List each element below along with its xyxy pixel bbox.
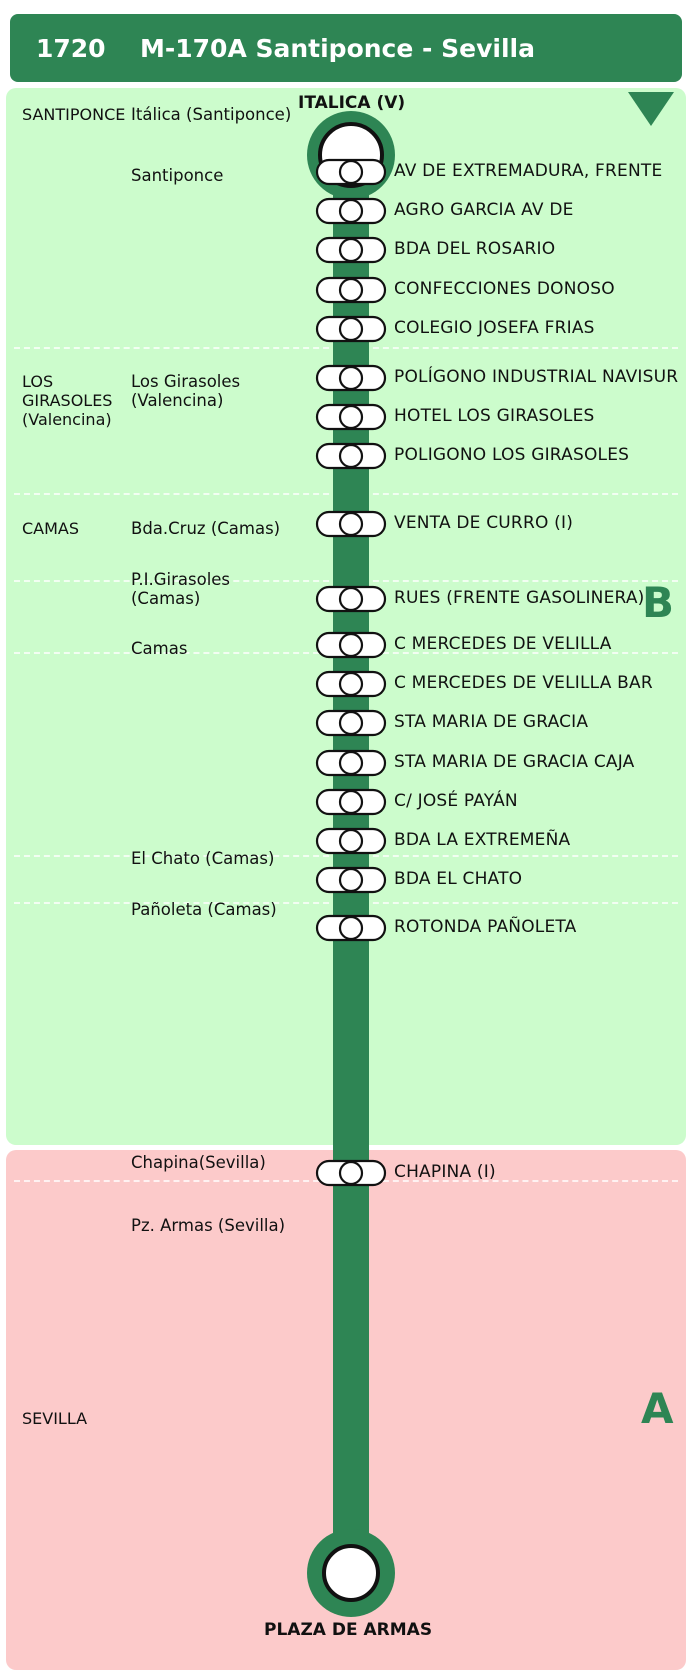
place-label: Itálica (Santiponce) (131, 105, 292, 124)
route-line (333, 150, 369, 1570)
town-label: SANTIPONCE (22, 105, 126, 124)
place-label: Camas (131, 639, 188, 658)
stop-label: AGRO GARCIA AV DE (394, 200, 574, 220)
stop-label: C MERCEDES DE VELILLA BAR (394, 673, 653, 693)
stop-marker-icon (315, 631, 387, 659)
triangle-down-icon (628, 92, 674, 126)
stop-label: POLIGONO LOS GIRASOLES (394, 445, 630, 465)
line-number: 1720 (36, 33, 106, 63)
stop-label: CHAPINA (I) (394, 1162, 496, 1182)
zone-b-label: B (642, 578, 675, 627)
stop-marker-icon (315, 749, 387, 777)
route-name: M-170A Santiponce - Sevilla (140, 33, 535, 63)
start-terminal-icon (307, 111, 395, 199)
stop-label: ROTONDA PAÑOLETA (394, 917, 577, 937)
stop-label: BDA EL CHATO (394, 869, 523, 889)
stop-label: C/ JOSÉ PAYÁN (394, 791, 518, 811)
stop-marker-icon (315, 236, 387, 264)
end-terminal-label: PLAZA DE ARMAS (264, 1620, 433, 1640)
stop-marker-icon (315, 197, 387, 225)
stop-marker-icon (315, 364, 387, 392)
stop-marker-icon (315, 709, 387, 737)
place-label: Los Girasoles (Valencina) (131, 372, 241, 410)
place-label: Bda.Cruz (Camas) (131, 519, 281, 538)
place-label: P.I.Girasoles (Camas) (131, 570, 231, 608)
stop-label: AV DE EXTREMADURA, FRENTE (394, 161, 663, 181)
stop-marker-icon (315, 1159, 387, 1187)
stop-marker-icon (315, 914, 387, 942)
stop-label: RUES (FRENTE GASOLINERA) (394, 588, 645, 608)
stop-marker-icon (315, 788, 387, 816)
stop-marker-icon (315, 442, 387, 470)
stop-marker-icon (315, 158, 387, 186)
stop-label: C MERCEDES DE VELILLA (394, 634, 612, 654)
stop-label: BDA LA EXTREMEÑA (394, 830, 571, 850)
zone-a-label: A (641, 1384, 674, 1433)
stop-label: STA MARIA DE GRACIA CAJA (394, 752, 635, 772)
place-label: Pañoleta (Camas) (131, 900, 277, 919)
stop-marker-icon (315, 403, 387, 431)
stop-label: HOTEL LOS GIRASOLES (394, 406, 595, 426)
stop-marker-icon (315, 866, 387, 894)
place-label: Pz. Armas (Sevilla) (131, 1216, 286, 1235)
start-terminal-label: ITALICA (V) (298, 93, 406, 113)
stop-marker-icon (315, 670, 387, 698)
stop-label: POLÍGONO INDUSTRIAL NAVISUR (394, 367, 679, 387)
place-label: Santiponce (131, 166, 224, 185)
stop-label: COLEGIO JOSEFA FRIAS (394, 318, 595, 338)
stop-marker-icon (315, 276, 387, 304)
route-header: 1720 M-170A Santiponce - Sevilla (10, 14, 682, 82)
place-label: Chapina(Sevilla) (131, 1153, 266, 1172)
town-label: SEVILLA (22, 1409, 88, 1428)
stop-marker-icon (315, 315, 387, 343)
place-label: El Chato (Camas) (131, 849, 275, 868)
end-terminal-icon (307, 1529, 395, 1617)
stop-marker-icon (315, 510, 387, 538)
stop-label: VENTA DE CURRO (I) (394, 513, 574, 533)
stop-marker-icon (315, 585, 387, 613)
stop-marker-icon (315, 827, 387, 855)
town-label: CAMAS (22, 519, 80, 538)
town-label: LOS GIRASOLES (Valencina) (22, 372, 113, 429)
stop-label: BDA DEL ROSARIO (394, 239, 556, 259)
stop-label: STA MARIA DE GRACIA (394, 712, 589, 732)
stop-label: CONFECCIONES DONOSO (394, 279, 615, 299)
